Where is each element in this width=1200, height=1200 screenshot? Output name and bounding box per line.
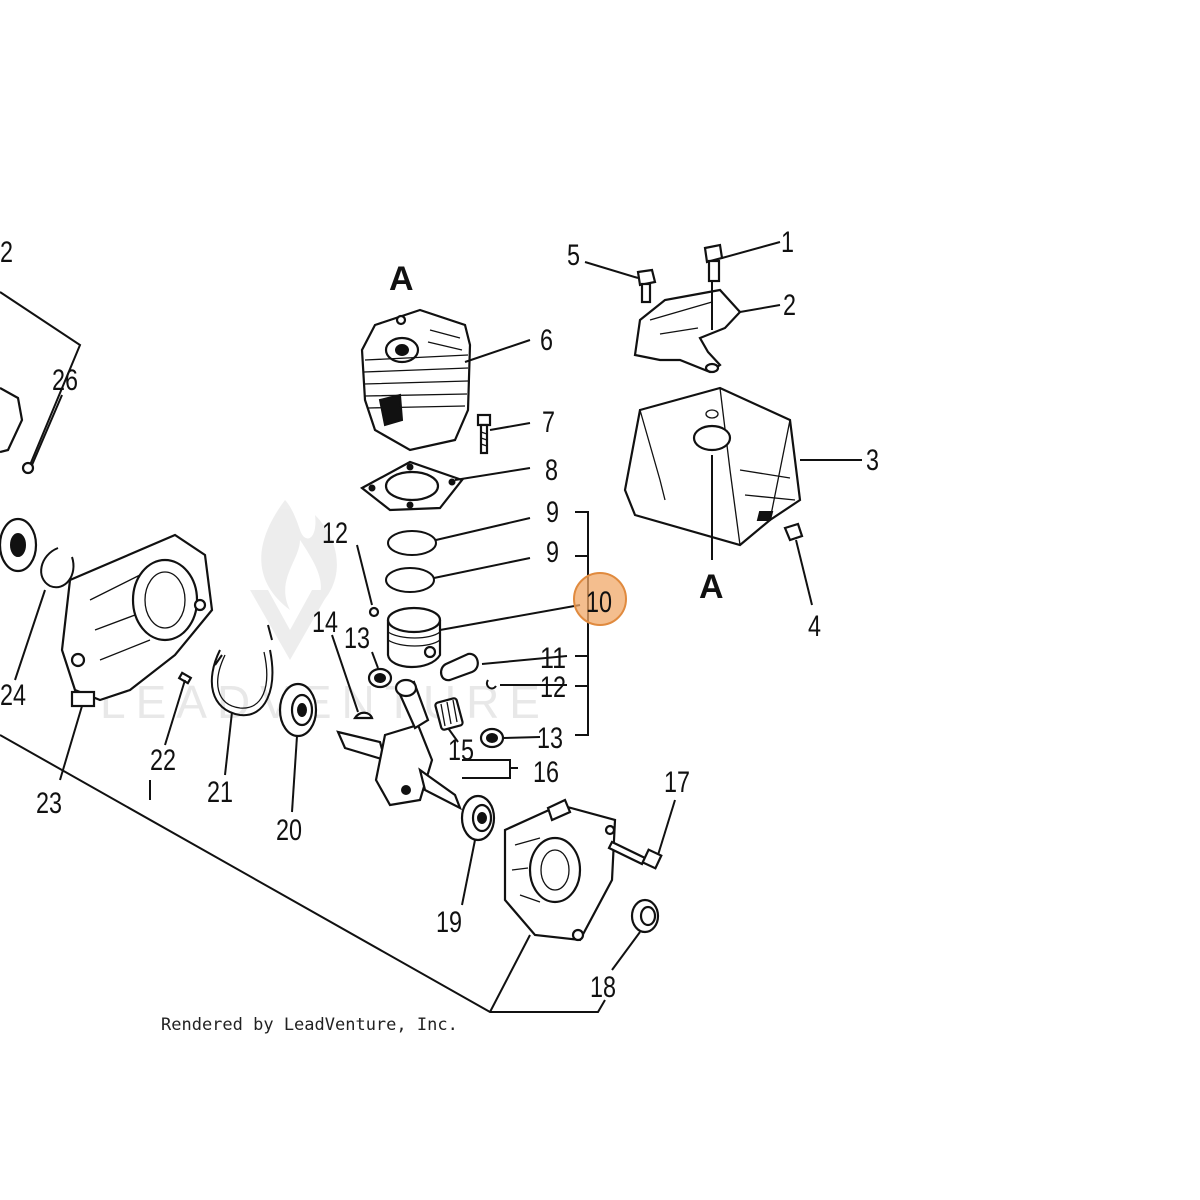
part-needle-bearing xyxy=(434,697,464,731)
watermark-v-logo xyxy=(250,590,330,660)
part-crankshaft xyxy=(336,678,463,811)
part-circlip xyxy=(40,547,75,589)
part-seal-right xyxy=(479,727,505,749)
callout-9-lower[interactable]: 9 xyxy=(546,536,559,569)
callout-14[interactable]: 14 xyxy=(312,606,338,639)
part-piston-ring-upper xyxy=(387,530,437,556)
callout-9-upper[interactable]: 9 xyxy=(546,496,559,529)
part-bearing-20 xyxy=(278,682,318,738)
part-crankcase-left xyxy=(60,533,214,708)
callout-26[interactable]: 26 xyxy=(52,364,78,397)
section-marker-a-top: A xyxy=(389,260,414,298)
callout-13-right[interactable]: 13 xyxy=(537,722,563,755)
part-screw-4 xyxy=(783,522,804,542)
callout-2[interactable]: 2 xyxy=(783,289,796,322)
part-bolt-1 xyxy=(703,243,724,283)
left-partial-assembly xyxy=(0,291,82,681)
callout-11[interactable]: 11 xyxy=(540,642,566,675)
part-woodruff-key xyxy=(353,711,374,720)
callout-4[interactable]: 4 xyxy=(808,610,821,643)
callout-8[interactable]: 8 xyxy=(545,454,558,487)
callout-13-left[interactable]: 13 xyxy=(344,622,370,655)
part-bolt-5 xyxy=(636,268,657,304)
part-piston-pin xyxy=(440,652,479,682)
callout-7[interactable]: 7 xyxy=(542,406,555,439)
callout-3[interactable]: 3 xyxy=(866,444,879,477)
part-base-gasket xyxy=(360,460,464,512)
callout-12-left[interactable]: 12 xyxy=(322,517,348,550)
watermark-text: LEADVENTURE xyxy=(100,676,550,728)
callout-23[interactable]: 23 xyxy=(36,787,62,820)
part-cylinder xyxy=(360,308,472,452)
part-needle-bearing-left xyxy=(367,667,393,689)
callout-22[interactable]: 22 xyxy=(150,744,176,777)
section-marker-a-bottom: A xyxy=(699,568,724,606)
callout-19[interactable]: 19 xyxy=(436,906,462,939)
part-bearing-19 xyxy=(460,794,496,842)
part-clip-right xyxy=(486,679,497,690)
part-piston-ring-lower xyxy=(385,567,435,593)
part-clip-left xyxy=(368,606,380,618)
callout-1[interactable]: 1 xyxy=(781,226,794,259)
callout-12-right[interactable]: 12 xyxy=(540,671,566,704)
callout-10-highlight xyxy=(573,572,627,626)
callout-24[interactable]: 24 xyxy=(0,679,26,712)
callout-20[interactable]: 20 xyxy=(276,814,302,847)
credit-text: Rendered by LeadVenture, Inc. xyxy=(161,1015,458,1035)
callout-18[interactable]: 18 xyxy=(590,971,616,1004)
callout-21[interactable]: 21 xyxy=(207,776,233,809)
callout-15[interactable]: 15 xyxy=(448,734,474,767)
part-bolt-7 xyxy=(476,413,492,455)
part-bolt-17 xyxy=(607,840,663,870)
part-crankcase-right xyxy=(503,798,617,942)
callout-17[interactable]: 17 xyxy=(664,766,690,799)
callout-5[interactable]: 5 xyxy=(567,239,580,272)
callout-6[interactable]: 6 xyxy=(540,324,553,357)
callout-10[interactable]: 10 xyxy=(586,586,612,619)
part-seal-18 xyxy=(630,898,660,934)
callout-16[interactable]: 16 xyxy=(533,756,559,789)
part-gasket xyxy=(210,624,274,717)
part-cover-bracket xyxy=(633,288,742,374)
callout-2-left[interactable]: 2 xyxy=(0,236,13,269)
part-piston xyxy=(386,606,442,669)
callouts: A A 1 2 3 4 5 6 7 8 9 9 10 11 12 12 13 1… xyxy=(0,226,879,1004)
watermark-flame-logo xyxy=(261,500,337,612)
part-bearing-left xyxy=(0,517,38,573)
